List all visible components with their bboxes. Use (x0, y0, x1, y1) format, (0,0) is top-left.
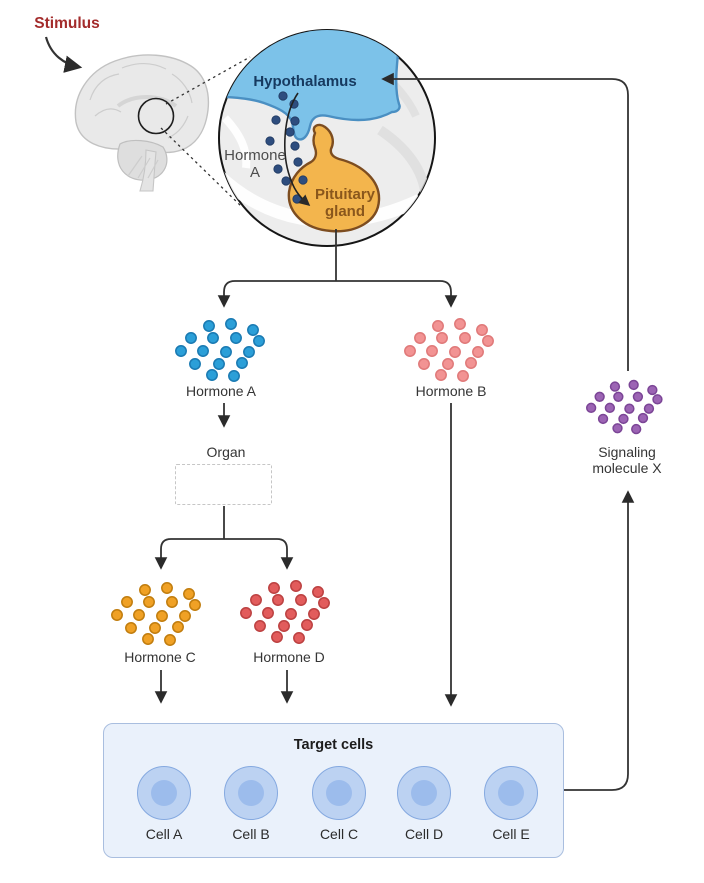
cell-a-label: Cell A (145, 826, 183, 842)
hormone-b-label: Hormone B (415, 383, 487, 399)
branch-arrow-hormone-b (336, 280, 458, 308)
branch-arrow-hormone-a (217, 280, 336, 308)
split-arrow-hormone-c (154, 538, 224, 570)
zoom-dotted-line-top (165, 56, 251, 105)
cell-a (137, 766, 191, 820)
inset-hormone-a-dots (265, 91, 308, 204)
hormone-c-cluster (111, 582, 201, 646)
signaling-x-label: Signaling molecule X (592, 444, 662, 476)
pituitary-shape (287, 123, 381, 233)
pituitary-label: Pituitary gland (314, 186, 375, 220)
cell-c (312, 766, 366, 820)
organ-box (175, 464, 272, 505)
cell-d-nucleus (411, 780, 437, 806)
zoom-dotted-line-bottom (160, 127, 243, 208)
target-cells-panel: Target cells Cell A Cell B Cell C Cell D… (103, 723, 564, 858)
hormone-d-cluster (240, 580, 330, 644)
hypothalamus-label: Hypothalamus (253, 73, 357, 90)
cell-b-label: Cell B (232, 826, 270, 842)
cell-c-label: Cell C (319, 826, 359, 842)
hormone-a-cluster (175, 318, 265, 382)
secretion-arrow (284, 92, 311, 207)
target-cells-title: Target cells (293, 737, 374, 753)
hormone-c-label: Hormone C (124, 649, 196, 665)
cell-d (397, 766, 451, 820)
cell-d-label: Cell D (404, 826, 444, 842)
cells-to-signaling-arrow (564, 490, 635, 791)
hormone-a-label: Hormone A (185, 383, 257, 399)
cell-b (224, 766, 278, 820)
cell-b-nucleus (238, 780, 264, 806)
cell-e-nucleus (498, 780, 524, 806)
hormone-d-label: Hormone D (253, 649, 325, 665)
cell-c-nucleus (326, 780, 352, 806)
signaling-feedback-arrow (381, 72, 629, 371)
cell-a-nucleus (151, 780, 177, 806)
split-arrow-hormone-d (224, 538, 294, 570)
stimulus-arrow (44, 36, 83, 73)
organ-label: Organ (206, 444, 246, 460)
cell-e-label: Cell E (492, 826, 530, 842)
hormone-b-cluster (404, 318, 494, 382)
cell-e (484, 766, 538, 820)
signaling-x-cluster (585, 379, 663, 435)
brain-illustration (74, 54, 210, 192)
brain-focus-circle (137, 97, 175, 135)
inset-hormone-a-label: Hormone A (224, 147, 286, 181)
stimulus-label: Stimulus (34, 15, 100, 32)
